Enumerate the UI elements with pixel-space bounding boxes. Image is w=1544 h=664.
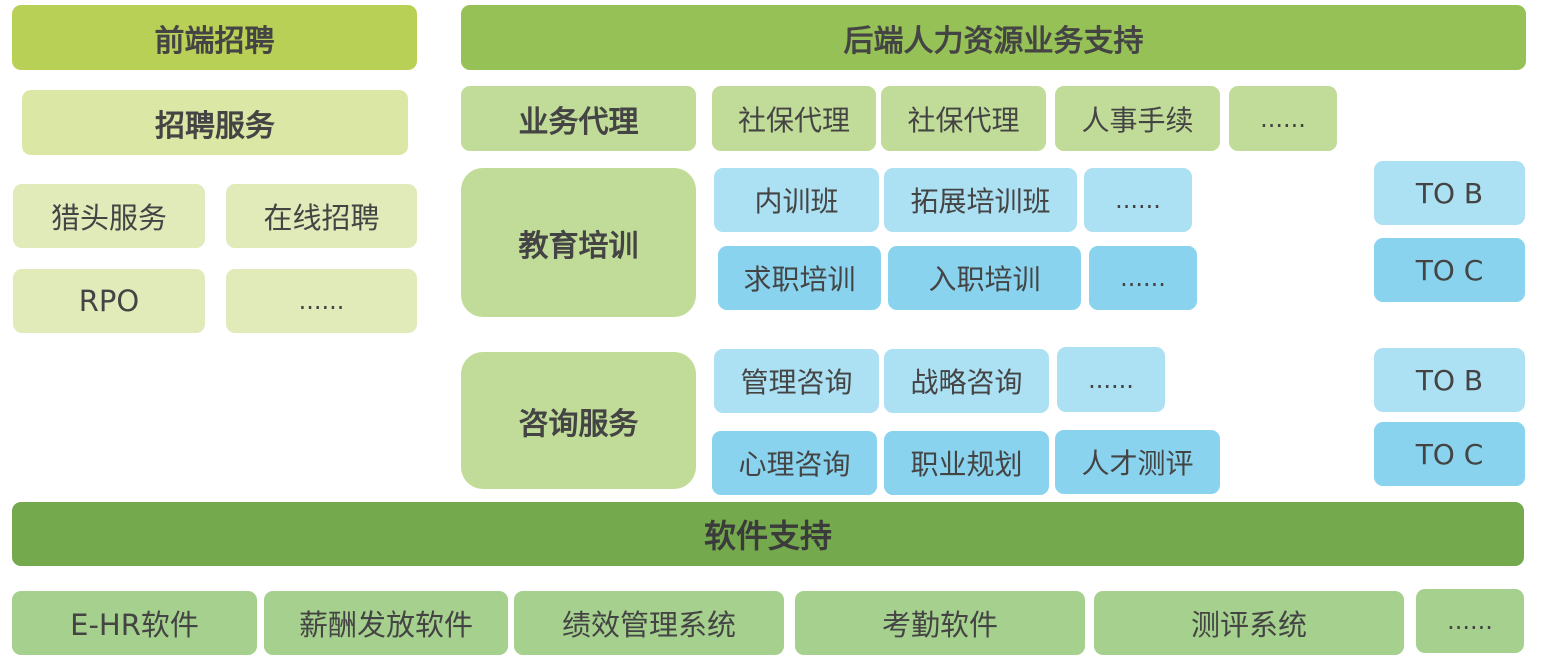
education-to-c: TO C — [1374, 238, 1525, 302]
agency-item: 社保代理 — [881, 86, 1046, 151]
consulting-to-c: TO C — [1374, 422, 1525, 486]
consulting-more: ...... — [1057, 347, 1165, 412]
headhunting-service: 猎头服务 — [13, 184, 205, 248]
education-training-label: 教育培训 — [461, 168, 696, 317]
consulting-item: 人才测评 — [1055, 430, 1220, 494]
consulting-item: 职业规划 — [884, 431, 1049, 495]
education-item: 入职培训 — [888, 246, 1081, 310]
consulting-item: 心理咨询 — [712, 431, 877, 495]
education-more: ...... — [1089, 246, 1197, 310]
software-item: 绩效管理系统 — [514, 591, 784, 655]
software-item: E-HR软件 — [12, 591, 257, 655]
agency-item: 人事手续 — [1055, 86, 1220, 151]
education-more: ...... — [1084, 168, 1192, 232]
online-recruitment: 在线招聘 — [226, 184, 417, 248]
software-more: ...... — [1416, 589, 1524, 653]
recruitment-service-header: 招聘服务 — [22, 90, 408, 155]
agency-more: ...... — [1229, 86, 1337, 151]
consulting-to-b: TO B — [1374, 348, 1525, 412]
software-item: 薪酬发放软件 — [264, 591, 508, 655]
front-more: ...... — [226, 269, 417, 333]
rpo: RPO — [13, 269, 205, 333]
education-item: 内训班 — [714, 168, 879, 232]
consulting-item: 管理咨询 — [714, 349, 879, 413]
education-item: 求职培训 — [718, 246, 881, 310]
backend-hr-support-title: 后端人力资源业务支持 — [461, 5, 1526, 70]
software-item: 考勤软件 — [795, 591, 1085, 655]
business-agency-label: 业务代理 — [461, 86, 696, 151]
consulting-item: 战略咨询 — [884, 349, 1049, 413]
education-item: 拓展培训班 — [884, 168, 1077, 232]
front-recruitment-title: 前端招聘 — [12, 5, 417, 70]
agency-item: 社保代理 — [712, 86, 876, 151]
consulting-services-label: 咨询服务 — [461, 352, 696, 489]
education-to-b: TO B — [1374, 161, 1525, 225]
software-support-title: 软件支持 — [12, 502, 1524, 566]
software-item: 测评系统 — [1094, 591, 1404, 655]
